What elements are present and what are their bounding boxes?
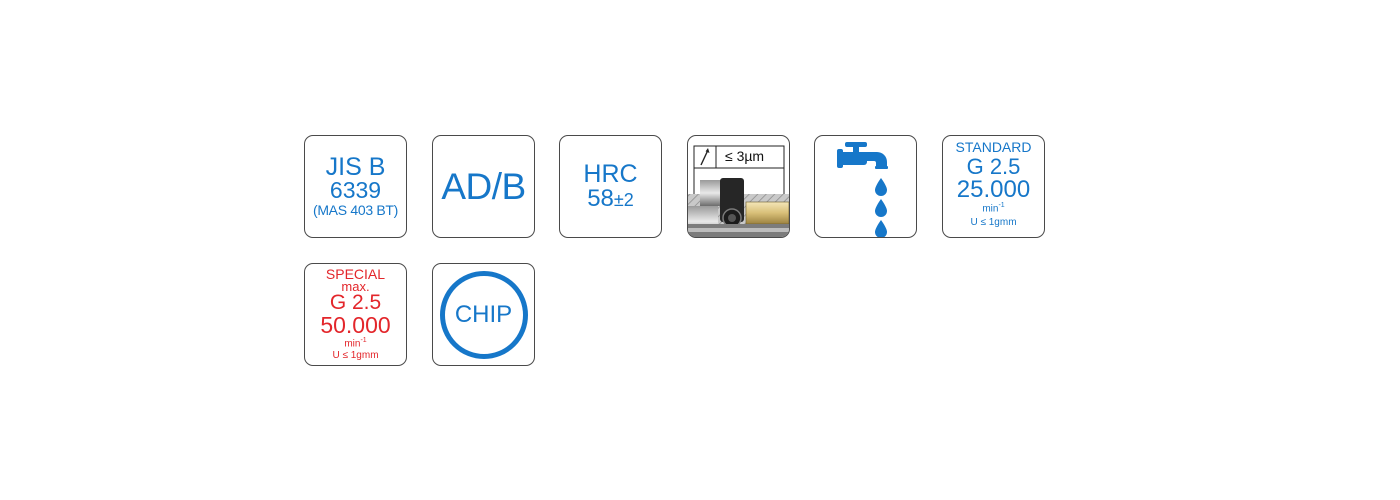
balance-standard-tile: STANDARD G 2.5 25.000 min-1 U ≤ 1gmm [942, 135, 1045, 238]
balance-standard-unit: min-1 [982, 201, 1004, 214]
coupling-label: AD/B [441, 165, 526, 207]
balance-special-max: max. [341, 279, 370, 295]
hardness-label: HRC [583, 160, 638, 188]
balance-special-unbalance: U ≤ 1gmm [332, 349, 379, 361]
runout-label: ≤ 3µm [725, 148, 765, 164]
balance-special-title: SPECIAL [325, 266, 386, 283]
hardness-number: 58 [587, 185, 614, 212]
coolant-tap-icon [837, 142, 888, 237]
coupling-type-tile: AD/B [432, 135, 535, 238]
jis-line1: JIS B [325, 152, 386, 181]
coolant-tile [814, 135, 917, 238]
balance-standard-title: STANDARD [955, 139, 1032, 155]
runout-tile: ≤ 3µm [687, 135, 790, 238]
balance-special-speed: 50.000 [320, 312, 391, 339]
runout-diagram-icon [688, 145, 789, 237]
chip-label: CHIP [454, 300, 513, 328]
hardness-tolerance: ±2 [613, 190, 634, 210]
jis-line3: (MAS 403 BT) [312, 201, 399, 218]
balance-special-tile: SPECIAL max. G 2.5 50.000 min-1 U ≤ 1gmm [304, 263, 407, 366]
unit-text: min [982, 203, 999, 215]
unit-exponent: -1 [360, 337, 367, 345]
hardness-tile: HRC 58±2 [559, 135, 662, 238]
balance-standard-speed: 25.000 [956, 175, 1031, 203]
balance-standard-unbalance: U ≤ 1gmm [970, 217, 1017, 229]
balance-special-grade: G 2.5 [329, 291, 382, 315]
unit-text: min [344, 338, 361, 350]
chip-tile: CHIP [432, 263, 535, 366]
chip-ring-icon: CHIP [439, 270, 528, 359]
balance-special-unit: min-1 [344, 336, 367, 350]
jis-line2: 6339 [329, 176, 382, 203]
jis-standard-tile: JIS B 6339 (MAS 403 BT) [304, 135, 407, 238]
unit-exponent: -1 [998, 201, 1005, 209]
hardness-value: 58±2 [587, 187, 634, 212]
balance-standard-grade: G 2.5 [966, 153, 1021, 179]
